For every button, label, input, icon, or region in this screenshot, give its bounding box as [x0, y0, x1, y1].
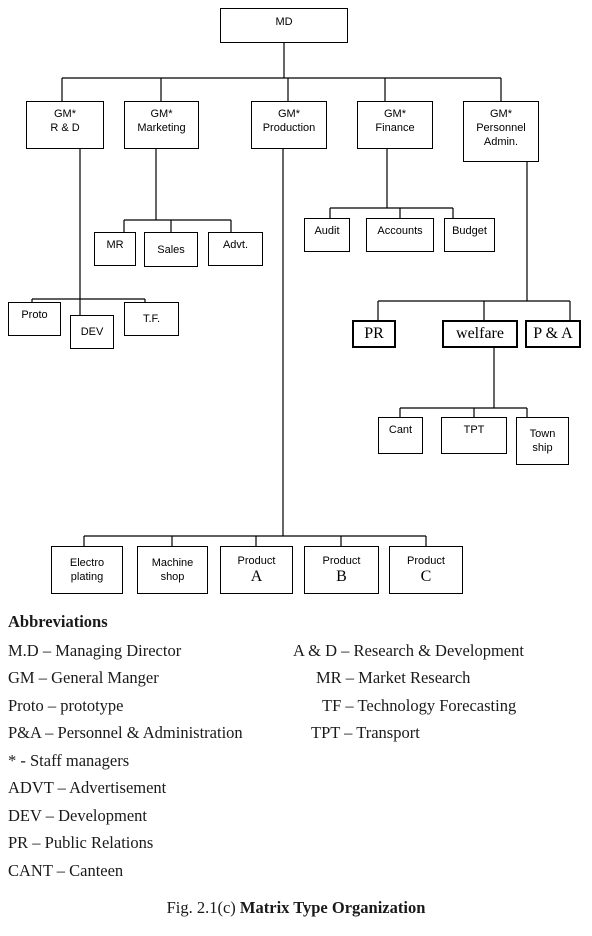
node-label-line: PR	[364, 325, 384, 342]
node-label-line: Audit	[314, 225, 340, 237]
node-audit: Audit	[304, 218, 350, 252]
node-label-line: Marketing	[137, 122, 186, 134]
org-chart: MD GM* R & D GM* Marketing GM* Production G…	[8, 8, 581, 594]
node-budget: Budget	[444, 218, 495, 252]
node-label-line: Electro	[69, 557, 105, 569]
node-proto: Proto	[8, 302, 61, 336]
node-pa: P & A	[525, 320, 581, 348]
node-label-line: Admin.	[483, 136, 519, 148]
node-label-line: Proto	[21, 309, 48, 321]
node-pr: PR	[352, 320, 396, 348]
node-label-line: Personnel	[476, 122, 526, 134]
node-dev: DEV	[70, 315, 114, 349]
node-label-line: Town	[529, 428, 556, 440]
node-label-line: Finance	[375, 122, 415, 134]
connector-lines	[31, 43, 571, 546]
node-label-line: Product	[237, 555, 276, 567]
node-label-line: GM*	[54, 108, 76, 120]
node-label-line: GM*	[490, 108, 512, 120]
node-mr: MR	[94, 232, 136, 266]
node-label-line: P & A	[533, 325, 573, 342]
node-label-line: B	[336, 568, 347, 585]
node-label-line: GM*	[278, 108, 300, 120]
legend-left-1: GM – General Manger	[8, 668, 159, 687]
legend-left-2: Proto – prototype	[8, 696, 124, 715]
node-label-line: Cant	[388, 424, 413, 436]
node-label-line: Accounts	[377, 225, 423, 237]
node-label-line: Product	[322, 555, 361, 567]
caption-prefix: Fig. 2.1(c)	[166, 898, 240, 917]
node-tf: T.F.	[124, 302, 179, 336]
node-label-line: Machine	[151, 557, 194, 569]
legend-left-6: DEV – Development	[8, 806, 148, 825]
node-gm-marketing: GM* Marketing	[124, 101, 199, 149]
node-label-line: R & D	[50, 122, 80, 134]
node-md: MD	[220, 8, 348, 43]
node-cant: Cant	[378, 417, 423, 454]
legend-right-3: TPT – Transport	[311, 723, 420, 742]
legend-right-1: MR – Market Research	[316, 668, 471, 687]
node-label-line: TPT	[463, 424, 485, 436]
legend-left-5: ADVT – Advertisement	[8, 778, 167, 797]
legend-left-3: P&A – Personnel & Administration	[8, 723, 243, 742]
node-gm-rd: GM* R & D	[26, 101, 104, 149]
node-label-line: GM*	[150, 108, 173, 120]
node-label-line: Sales	[157, 243, 185, 256]
figure-caption: Fig. 2.1(c) Matrix Type Organization	[0, 898, 592, 918]
legend-left-7: PR – Public Relations	[8, 833, 154, 852]
node-label-line: Production	[262, 122, 316, 134]
node-accounts: Accounts	[366, 218, 434, 252]
node-label-line: plating	[70, 571, 104, 583]
node-machine-shop: Machine shop	[137, 546, 208, 594]
legend-left-4: * - Staff managers	[8, 751, 130, 770]
node-label-line: A	[250, 568, 263, 585]
node-label-line: MR	[106, 239, 124, 251]
node-gm-production: GM* Production	[251, 101, 327, 149]
legend-left-0: M.D – Managing Director	[8, 641, 182, 660]
node-electroplating: Electro plating	[51, 546, 123, 594]
node-label-line: shop	[160, 571, 185, 583]
node-gm-finance: GM* Finance	[357, 101, 433, 149]
caption-title: Matrix Type Organization	[239, 898, 426, 917]
legend-heading: Abbreviations	[8, 612, 108, 631]
node-label-line: Product	[407, 555, 445, 567]
node-label-line: welfare	[456, 325, 504, 342]
node-label-line: Budget	[452, 225, 487, 237]
node-label-line: T.F.	[142, 313, 161, 325]
node-label-line: MD	[275, 16, 293, 28]
legend-right-2: TF – Technology Forecasting	[322, 696, 517, 715]
node-township: Town ship	[516, 417, 569, 465]
legend-left-8: CANT – Canteen	[8, 861, 124, 880]
legend-right-0: A & D – Research & Development	[293, 641, 524, 660]
node-advt: Advt.	[208, 232, 263, 266]
node-sales: Sales	[144, 232, 198, 267]
node-label-line: C	[420, 568, 432, 585]
node-label-line: GM*	[384, 108, 406, 120]
node-tpt: TPT	[441, 417, 507, 454]
node-label-line: Advt.	[222, 239, 249, 251]
node-label-line: DEV	[80, 326, 104, 338]
node-label-line: ship	[532, 442, 553, 454]
node-welfare: welfare	[442, 320, 518, 348]
